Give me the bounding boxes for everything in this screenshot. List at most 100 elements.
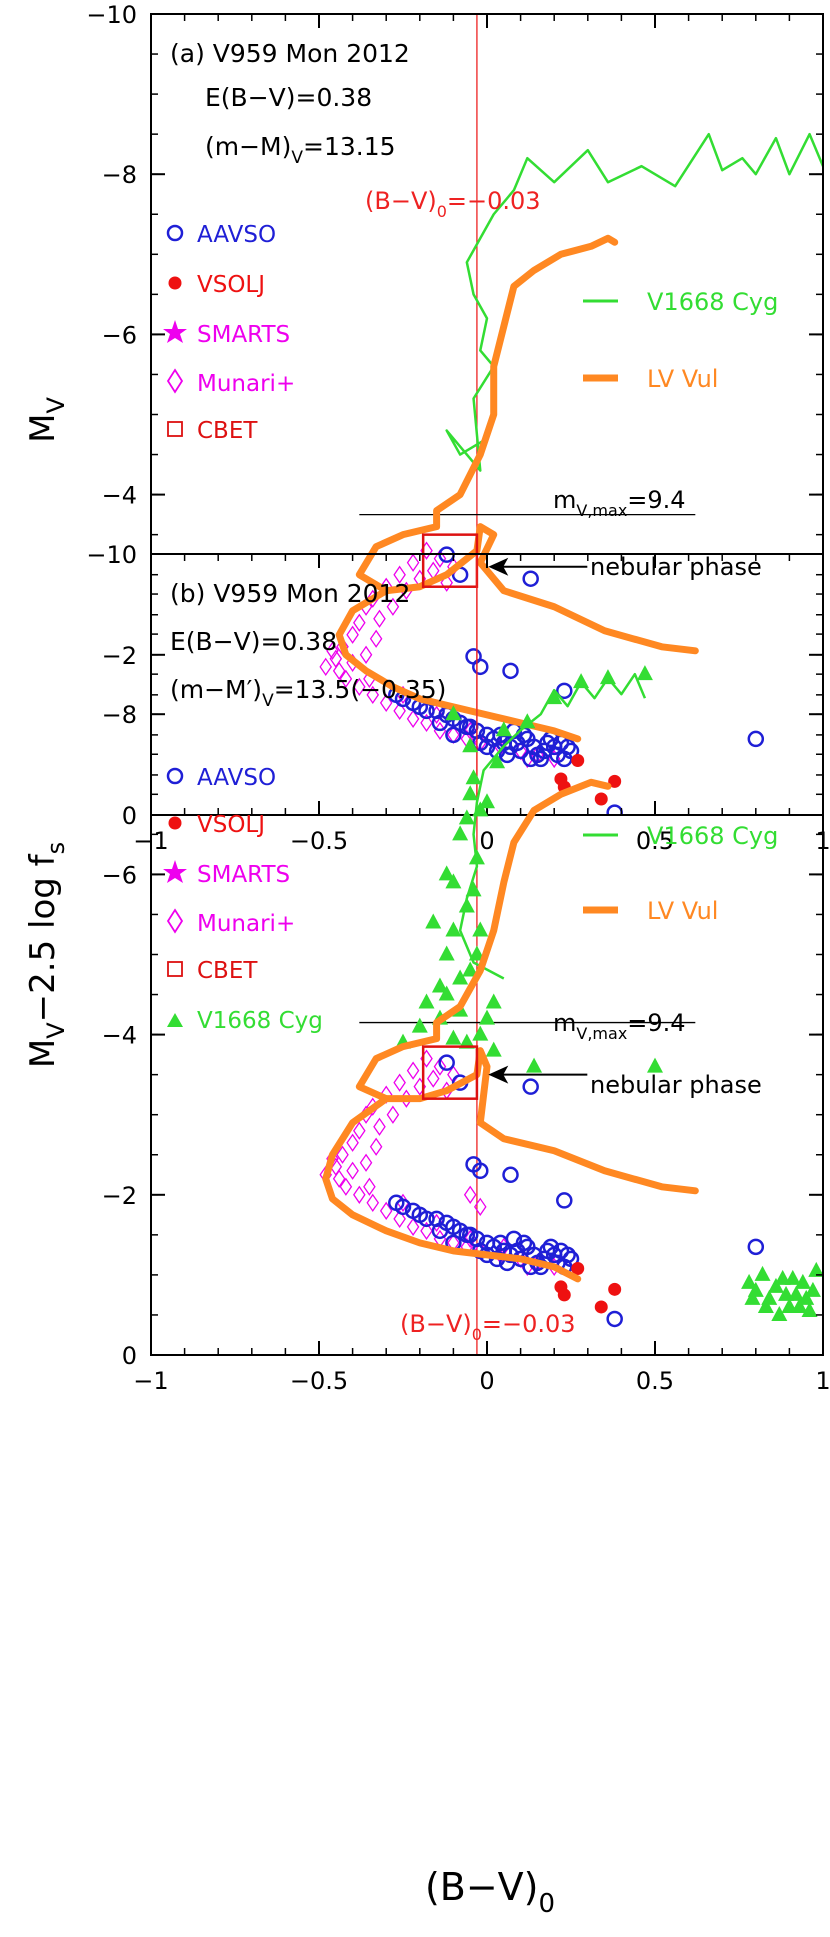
y-tick-label: −8 [102,701,137,729]
panel-a-distance: (m−M)V=13.15 [205,132,396,168]
v1668-point [452,825,469,841]
v1668-point [771,1305,788,1321]
panel-b-ebv: E(B−V)=0.38 [170,627,337,656]
v1668-point [546,689,563,705]
v1668-point [791,1297,808,1313]
v1668-point [767,1277,784,1293]
legend-aavso-marker [166,224,184,242]
aavso-point [747,1238,765,1256]
munari-point [326,641,339,660]
v1668-point [465,769,482,785]
v1668-point [479,1009,495,1025]
aavso-point [394,1198,412,1216]
v1668-point [472,921,489,937]
v1668-point [754,1265,771,1281]
y-tick-label: 0 [122,802,137,830]
v1668-point [418,993,435,1009]
aavso-point [522,1078,539,1095]
munari-point [379,1201,393,1220]
panel-b-ticks [150,553,824,1356]
v1668-point [438,865,455,881]
munari-point [406,1217,420,1236]
munari-point [393,1209,406,1228]
x-tick-label: 0.5 [636,827,674,855]
aavso-point [539,1242,556,1260]
legend-vsolj-label: VSOLJ [197,272,265,298]
lvvul-line [355,234,699,655]
aavso-point [472,734,489,752]
vsolj-point [594,792,608,806]
v1668-point [445,873,462,889]
munari-point [353,613,366,632]
v1668-point [425,913,442,929]
legend-vsolj-marker [168,276,182,290]
nebular-arrow-head [488,1065,509,1084]
y-tick-label: −2 [102,1182,137,1210]
vsolj-point [608,774,622,788]
v1668-point [468,945,485,961]
munari-point [386,597,400,616]
munari-point [366,685,380,704]
munari-point [346,1133,359,1152]
v1668-point [526,1057,543,1073]
nebular-arrow-head [488,557,509,576]
panel-a-legend: AAVSO VSOLJ SMARTS Munari+ CBET V1668 Cy… [163,222,778,444]
munari-point [473,1197,487,1216]
v1668-point [445,921,462,937]
panel-b-data [319,554,823,1355]
munari-point [336,1145,349,1164]
munari-point [332,1169,346,1188]
munari-point [363,1177,376,1196]
v1668-point [808,1261,823,1277]
y-tick-label: 0 [122,1342,137,1370]
legend-cbet-label: CBET [197,958,258,984]
y-tick-label: −6 [102,321,137,349]
vsolj-point [557,1288,571,1302]
munari-point [426,1069,440,1088]
lvvul-lower-branch [322,1095,582,1283]
vsolj-point [594,1300,608,1314]
y-tick-label: −4 [102,1022,137,1050]
panel-a-ebv: E(B−V)=0.38 [205,83,372,112]
munari-point [406,709,420,729]
v1668-point [784,1269,801,1285]
aavso-point [522,570,539,587]
legend-smarts-label: SMARTS [197,322,290,348]
v1668-point [462,785,479,801]
legend-cbet-marker [167,421,183,437]
aavso-point [431,714,449,732]
munari-point [369,1137,383,1156]
aavso-point [445,726,462,744]
munari-point [373,1117,386,1136]
panel-b-distance: (m−M′)V=13.5(−0.35) [170,675,446,711]
x-tick-label: 0 [479,1367,494,1395]
vsolj-point [571,754,585,768]
munari-point [393,565,406,584]
v1668-point [781,1297,798,1313]
v1668-point [647,1057,663,1073]
panel-a-intrinsic-color: (B−V)0=−0.03 [365,187,541,221]
y-tick-label: −10 [86,1,137,29]
x-tick-label: 0.5 [636,1367,674,1395]
munari-point [366,1193,380,1212]
legend-cbet-marker [167,961,183,977]
v1668-point [485,993,502,1009]
panel-a-data [319,14,823,815]
y-tick-label: −8 [102,161,137,189]
v1668-point [485,1041,502,1057]
v1668-point [445,705,462,721]
x-tick-label: −0.5 [290,827,348,855]
aavso-point [539,734,556,752]
munari-point [433,1057,447,1076]
legend-munari-label: Munari+ [197,371,295,397]
v1668-point [801,1301,818,1317]
legend-aavso-label: AAVSO [197,222,276,248]
v1668-point [804,1281,821,1297]
x-tick-label: −1 [133,1367,168,1395]
y-tick-label: −2 [102,642,137,670]
vsolj-point [608,1282,622,1296]
munari-point [319,657,333,676]
munari-point [346,625,359,644]
v1668-point [495,721,512,737]
